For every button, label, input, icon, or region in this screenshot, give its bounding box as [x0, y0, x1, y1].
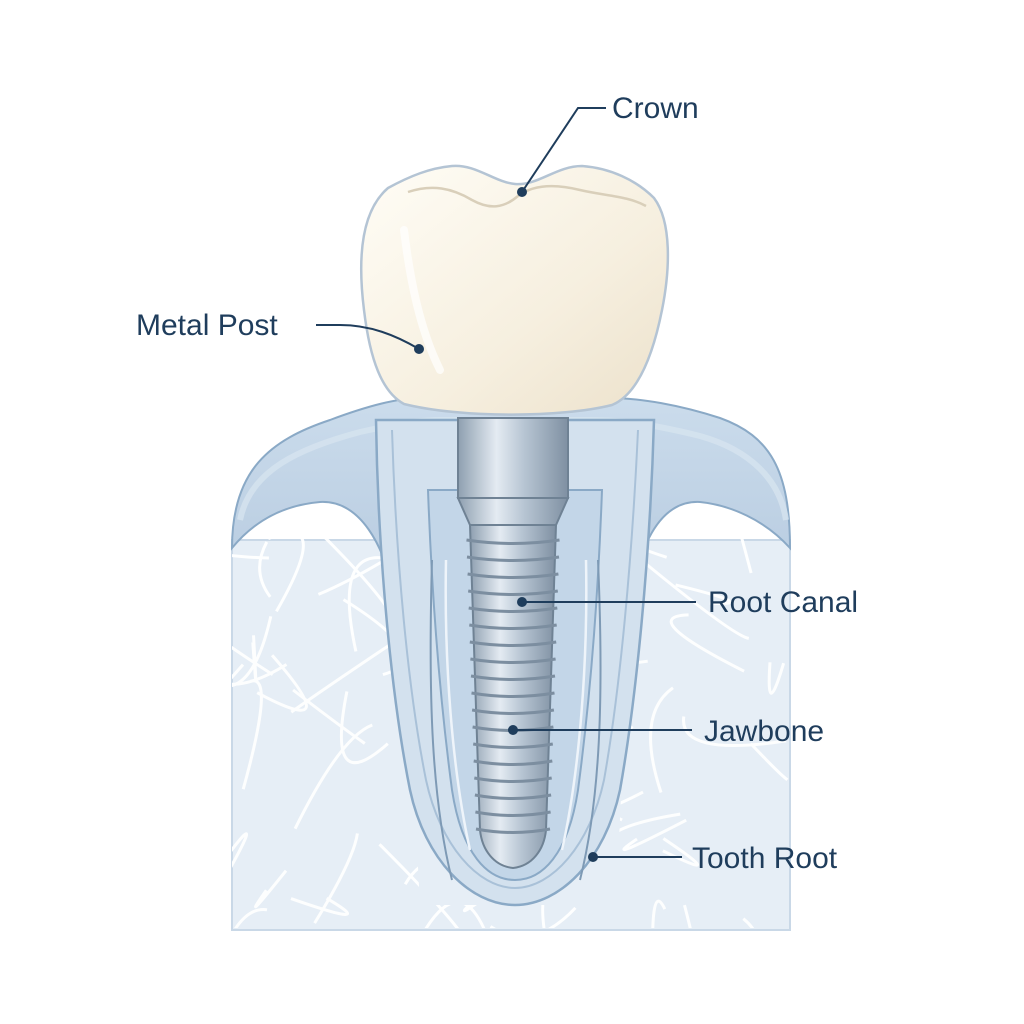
- trabecular-strand: [290, 897, 349, 916]
- trabecular-strand: [290, 642, 393, 714]
- crown-highlight: [400, 226, 444, 374]
- crown-label: Crown: [612, 92, 699, 125]
- post-thread: [466, 555, 560, 562]
- trabecular-strand: [716, 917, 761, 928]
- metal-post-leader-line: [316, 324, 420, 350]
- post-thread: [471, 691, 555, 698]
- root-outer-contour: [391, 429, 639, 890]
- trabecular-strand: [767, 662, 786, 695]
- canal-inner-line-left: [444, 559, 472, 851]
- post-thread: [475, 827, 551, 834]
- trabecular-strand: [254, 869, 288, 909]
- trabecular-strand: [675, 583, 732, 605]
- root-tip-right: [579, 559, 602, 881]
- trabecular-strand: [378, 843, 469, 928]
- post-thread: [469, 623, 557, 630]
- trabecular-strand: [232, 594, 274, 676]
- post-thread: [467, 572, 559, 579]
- trabecular-strand: [292, 688, 366, 745]
- post-thread: [471, 708, 555, 715]
- post-thread: [468, 606, 558, 613]
- crown-cusp-line: [407, 184, 647, 208]
- post-thread: [466, 538, 560, 545]
- post-collar: [457, 417, 569, 499]
- jawbone-label: Jawbone: [704, 715, 824, 748]
- crown-leader-line: [521, 107, 606, 193]
- post-threads: [466, 538, 560, 834]
- root-tip-left: [429, 559, 453, 881]
- metal-post-label: Metal Post: [136, 309, 278, 342]
- post-thread: [474, 793, 552, 800]
- jawbone-leader-dot: [508, 725, 518, 735]
- post-thread: [469, 640, 557, 647]
- trabecular-strand: [489, 906, 577, 928]
- trabecular-strand: [232, 513, 269, 560]
- post-taper: [456, 497, 570, 526]
- post-thread: [470, 657, 556, 664]
- trabecular-strand: [622, 818, 687, 852]
- trabecular-strand: [649, 686, 674, 793]
- trabecular-strand: [211, 618, 227, 729]
- metal-post: [456, 417, 570, 870]
- post-thread: [474, 776, 552, 783]
- labels: Crown Metal Post Root Canal Jawbone Toot…: [136, 92, 858, 875]
- trabecular-strand: [232, 645, 288, 686]
- trabecular-strand: [651, 899, 667, 928]
- root-canal-label: Root Canal: [708, 586, 858, 619]
- post-thread: [467, 589, 559, 596]
- callouts: [316, 107, 696, 862]
- tooth-root-label: Tooth Root: [692, 842, 838, 875]
- trabecular-strand: [339, 691, 389, 765]
- trabecular-strand: [232, 832, 249, 898]
- trabecular-strand: [669, 613, 745, 673]
- tooth-root-leader-dot: [588, 852, 598, 862]
- canal-inner-line-right: [560, 559, 588, 851]
- trabecular-strand: [643, 561, 750, 640]
- crown-leader-dot: [517, 187, 527, 197]
- trabecular-strand: [682, 716, 787, 747]
- post-thread: [470, 674, 556, 681]
- post-thread: [472, 742, 554, 749]
- trabecular-strand: [205, 840, 225, 909]
- trabecular-strand: [256, 654, 308, 712]
- trabecular-strand: [232, 908, 268, 928]
- trabecular-strand: [313, 833, 359, 924]
- trabecular-strand: [749, 742, 789, 782]
- trabecular-strand: [267, 531, 305, 613]
- metal-post-leader-dot: [414, 344, 424, 354]
- crown: [360, 164, 670, 416]
- trabecular-strand: [258, 541, 272, 598]
- post-thread: [475, 810, 551, 817]
- root-canal-leader-dot: [517, 597, 527, 607]
- post-thread: [473, 759, 553, 766]
- trabecular-strand: [293, 723, 373, 830]
